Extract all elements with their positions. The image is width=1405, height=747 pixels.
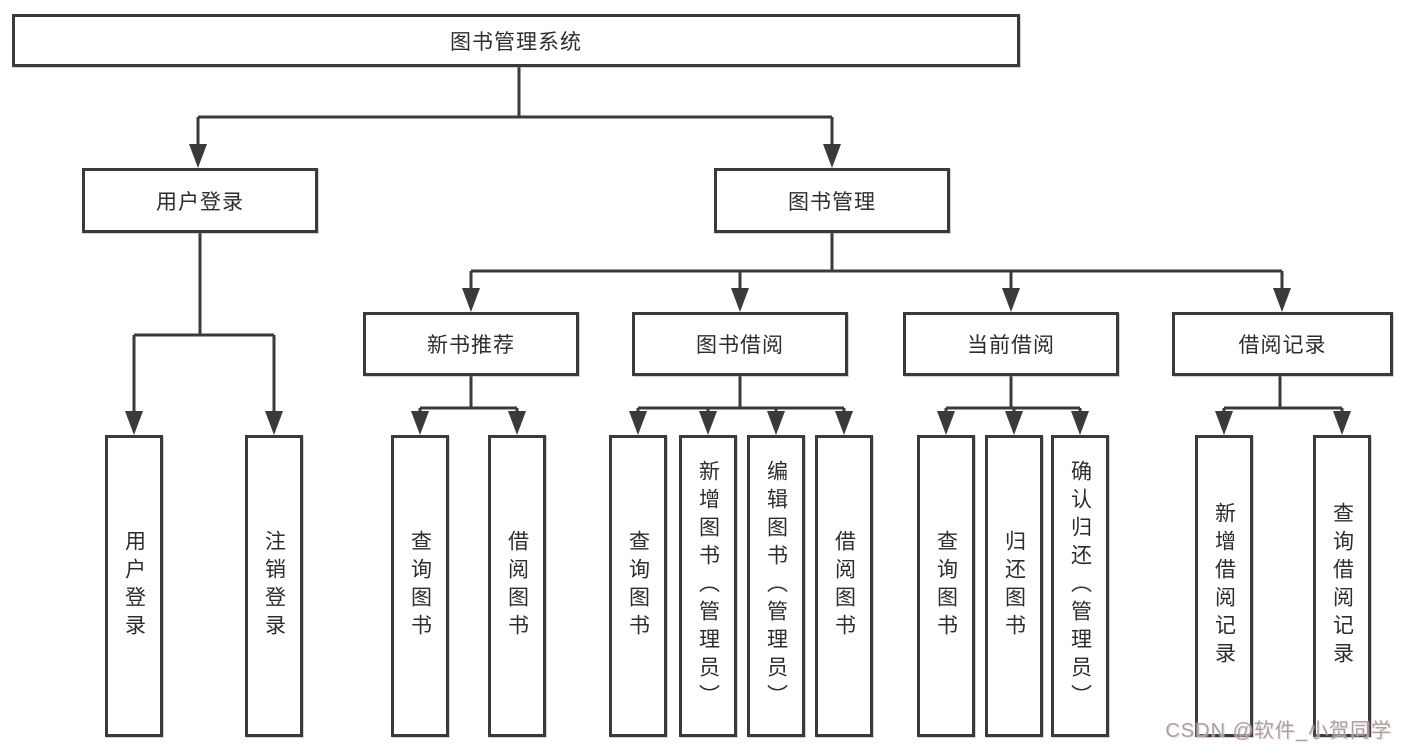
leaf-label: 新增图书（管理员） [696, 460, 720, 712]
arrowhead [629, 411, 647, 435]
branch-borrow-records [1222, 376, 1344, 413]
node-label: 用户登录 [156, 190, 244, 214]
arrowhead [125, 411, 143, 435]
branch-root [196, 67, 834, 146]
node-label: 借阅记录 [1238, 334, 1327, 357]
node-label: 图书管理系统 [450, 30, 582, 54]
arrowhead [1273, 288, 1291, 312]
arrowhead [835, 411, 853, 435]
arrowhead [937, 411, 955, 435]
leaf-label: 查询图书 [934, 530, 958, 642]
arrowhead [462, 288, 480, 312]
leaf-borrow-books-recommend: 借阅图书 [488, 435, 546, 737]
node-borrow-records: 借阅记录 [1172, 312, 1393, 376]
node-label: 新书推荐 [427, 334, 515, 357]
arrowhead [731, 288, 749, 312]
branch-new-book [418, 376, 519, 413]
arrowhead [1333, 411, 1351, 435]
leaf-label: 查询借阅记录 [1330, 502, 1354, 670]
arrowhead [699, 411, 717, 435]
node-book-borrow: 图书借阅 [632, 312, 848, 376]
leaf-query-books-borrow: 查询图书 [609, 435, 667, 737]
arrowhead [1002, 288, 1020, 312]
node-label: 图书管理 [788, 190, 876, 214]
leaf-add-borrow-record: 新增借阅记录 [1195, 435, 1253, 737]
node-label: 当前借阅 [967, 334, 1055, 357]
branch-book-borrow [636, 376, 846, 413]
leaf-add-books-admin: 新增图书（管理员） [679, 435, 737, 737]
leaf-confirm-return-admin: 确认归还（管理员） [1051, 435, 1109, 737]
leaf-edit-books-admin: 编辑图书（管理员） [747, 435, 805, 737]
leaf-return-books: 归还图书 [985, 435, 1043, 737]
arrowhead [1005, 411, 1023, 435]
arrowhead [1071, 411, 1089, 435]
arrowhead [1215, 411, 1233, 435]
leaf-label: 查询图书 [626, 530, 650, 642]
node-new-book-recommend: 新书推荐 [363, 312, 579, 376]
leaf-label: 借阅图书 [505, 530, 529, 642]
branch-current-borrow [944, 376, 1082, 413]
leaf-logout: 注销登录 [245, 435, 303, 737]
node-book-management: 图书管理 [714, 168, 950, 233]
leaf-borrow-books: 借阅图书 [815, 435, 873, 737]
leaf-label: 用户登录 [122, 530, 146, 642]
node-current-borrow: 当前借阅 [903, 312, 1119, 376]
arrowhead [411, 411, 429, 435]
node-label: 图书借阅 [696, 334, 784, 357]
arrowhead [823, 144, 841, 168]
branch-book-management [469, 233, 1284, 290]
leaf-label: 借阅图书 [832, 530, 856, 642]
arrowhead [265, 411, 283, 435]
leaf-label: 查询图书 [408, 530, 432, 642]
leaf-label: 确认归还（管理员） [1068, 460, 1092, 712]
arrowhead [767, 411, 785, 435]
branch-user-login [132, 233, 276, 413]
csdn-watermark: CSDN @软件_小贺同学 [1165, 720, 1392, 742]
node-user-login: 用户登录 [82, 168, 318, 233]
node-library-system: 图书管理系统 [12, 14, 1020, 67]
leaf-query-books-current: 查询图书 [917, 435, 975, 737]
arrowhead [189, 144, 207, 168]
leaf-query-books-recommend: 查询图书 [391, 435, 449, 737]
leaf-label: 归还图书 [1002, 530, 1026, 642]
leaf-user-login: 用户登录 [105, 435, 163, 737]
leaf-query-borrow-record: 查询借阅记录 [1313, 435, 1371, 737]
leaf-label: 新增借阅记录 [1212, 502, 1236, 670]
leaf-label: 注销登录 [262, 530, 286, 642]
connector-arrowheads [125, 144, 1351, 435]
leaf-label: 编辑图书（管理员） [764, 460, 788, 712]
arrowhead [508, 411, 526, 435]
